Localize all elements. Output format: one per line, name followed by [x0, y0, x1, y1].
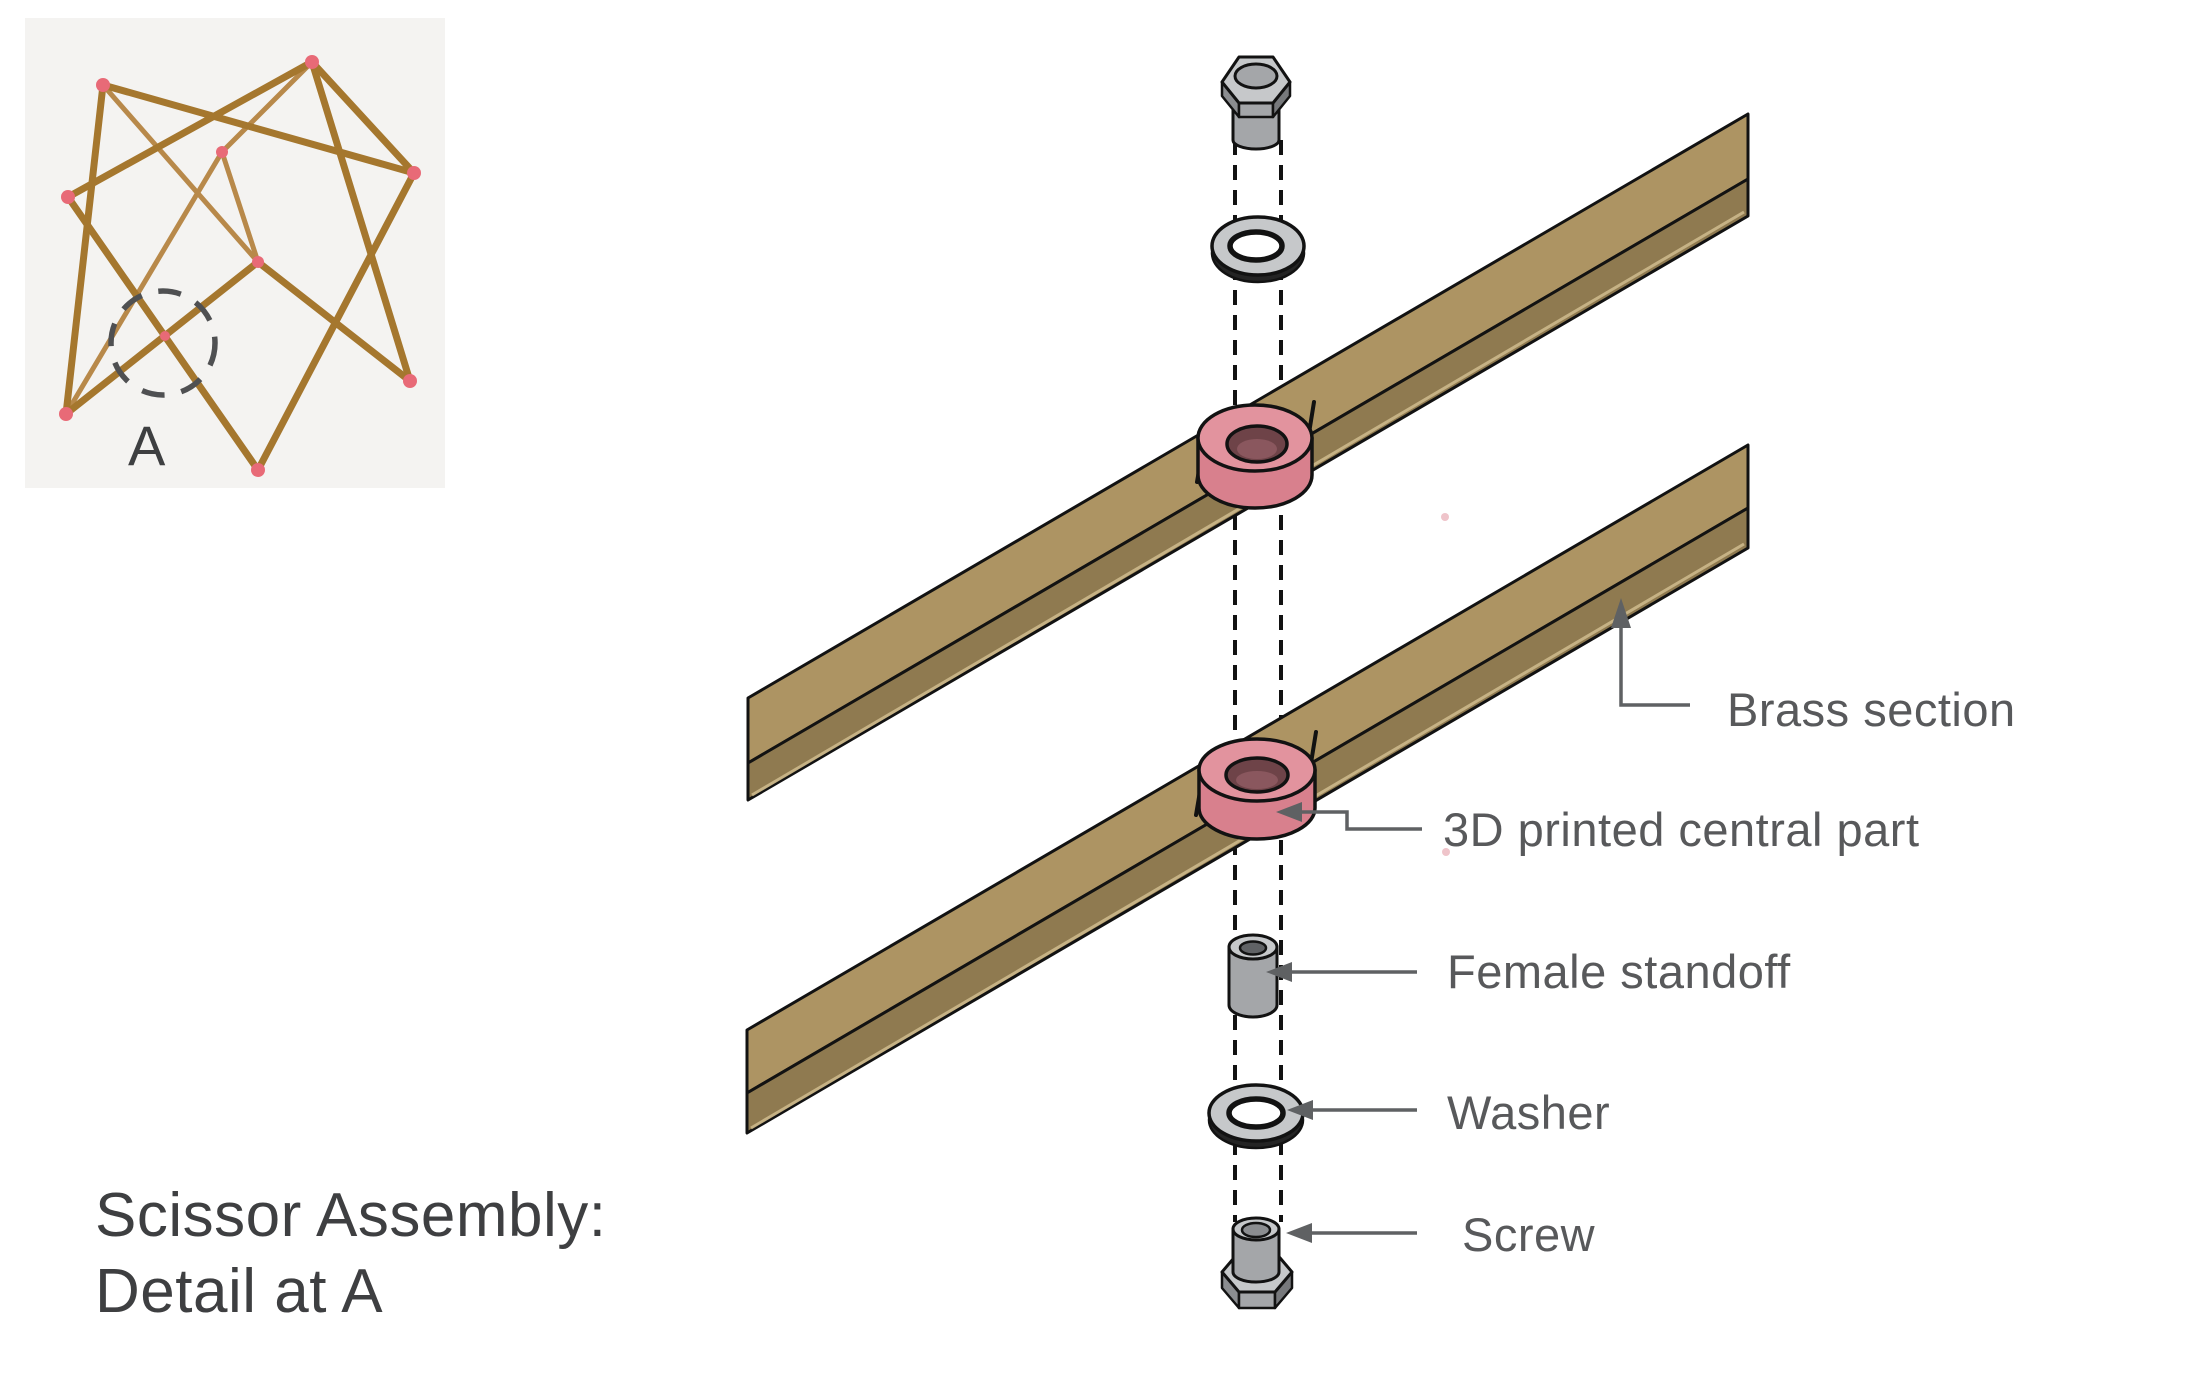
central-part-lower [1197, 737, 1317, 841]
label-brass-section: Brass section [1727, 683, 2016, 736]
male-standoff [1220, 55, 1292, 151]
pink-speck-lower [1442, 848, 1450, 856]
screw [1220, 1216, 1294, 1310]
label-washer: Washer [1447, 1086, 1611, 1139]
central-part-leader [1295, 810, 1422, 831]
arrow-up-brass-section [1611, 598, 1631, 628]
leader-arrowheads [1266, 598, 1631, 1243]
washer-upper [1210, 215, 1306, 284]
leader-lines [1292, 618, 1690, 1235]
label-3d-printed-central-part: 3D printed central part [1443, 803, 1920, 856]
label-screw: Screw [1462, 1208, 1596, 1261]
pink-joints [59, 55, 421, 477]
detail-circle-A [108, 288, 218, 398]
scissor-rods-back [63, 59, 315, 417]
central-part-upper [1196, 403, 1314, 510]
pink-speck-upper [1441, 513, 1449, 521]
scissor-structure-photo: A [25, 18, 445, 488]
caption-title: Scissor Assembly: Detail at A [95, 1178, 607, 1330]
washer-lower [1207, 1083, 1305, 1150]
arrow-left-central-part [1276, 802, 1302, 822]
caption-title-line1: Scissor Assembly: [95, 1181, 607, 1250]
female-standoff [1227, 933, 1279, 1019]
arrow-left-screw [1286, 1223, 1312, 1243]
label-female-standoff: Female standoff [1447, 945, 1791, 998]
arrow-left-female-standoff [1266, 962, 1292, 982]
brass-section-leader [1619, 618, 1690, 707]
caption-title-line2: Detail at A [95, 1257, 384, 1326]
alignment-dashed-lines [1233, 140, 1283, 1222]
detail-marker-A: A [128, 414, 166, 477]
arrow-left-washer [1287, 1100, 1313, 1120]
